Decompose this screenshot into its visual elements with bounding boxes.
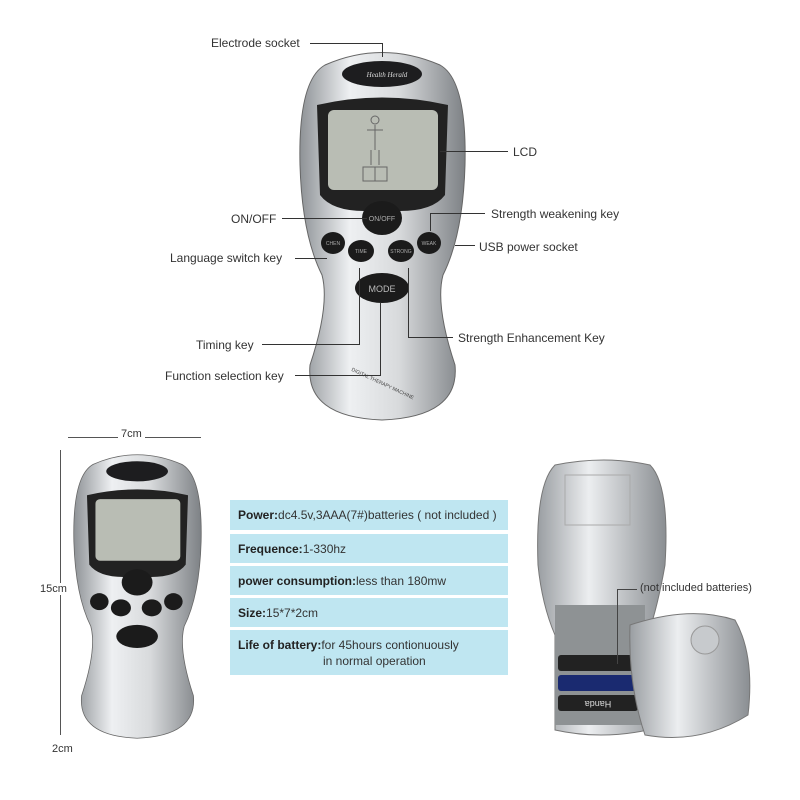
device-front-main: Health Herald ON/OFF CHEN TIME STRONG WE…: [299, 52, 466, 421]
svg-text:ON/OFF: ON/OFF: [369, 216, 395, 223]
label-electrode-socket: Electrode socket: [211, 36, 300, 50]
label-usb-power: USB power socket: [479, 240, 578, 254]
batteries: Handa: [558, 655, 638, 711]
svg-text:Health Herald: Health Herald: [366, 71, 408, 79]
spec-row-consumption: power consumption:less than 180mw: [230, 566, 508, 595]
svg-text:STRONG: STRONG: [390, 249, 412, 255]
label-onoff: ON/OFF: [231, 212, 277, 226]
spec-row-frequence: Frequence:1-330hz: [230, 534, 508, 563]
label-lcd: LCD: [513, 145, 538, 159]
label-function-selection: Function selection key: [165, 369, 284, 383]
svg-text:Handa: Handa: [585, 699, 612, 709]
label-language-switch: Language switch key: [170, 251, 283, 265]
device-front-small: [73, 454, 202, 739]
label-strength-weakening: Strength weakening key: [491, 207, 620, 221]
label-strength-enhancement: Strength Enhancement Key: [458, 331, 605, 345]
label-timing: Timing key: [196, 338, 254, 352]
dimension-height: 15cm: [40, 583, 67, 595]
dimension-width: 7cm: [118, 428, 145, 440]
svg-text:CHEN: CHEN: [326, 241, 341, 247]
spec-row-size: Size:15*7*2cm: [230, 598, 508, 627]
svg-text:MODE: MODE: [369, 284, 396, 294]
svg-text:TIME: TIME: [355, 249, 368, 255]
label-not-included-batteries: (not included batteries): [640, 582, 752, 594]
spec-row-battery-life: Life of battery:for 45hours contionuousl…: [230, 630, 508, 675]
device-back-view: Handa: [537, 459, 751, 738]
spec-row-power: Power:dc4.5v,3AAA(7#)batteries ( not inc…: [230, 500, 508, 530]
svg-text:WEAK: WEAK: [422, 241, 437, 247]
dimension-depth: 2cm: [52, 743, 73, 755]
